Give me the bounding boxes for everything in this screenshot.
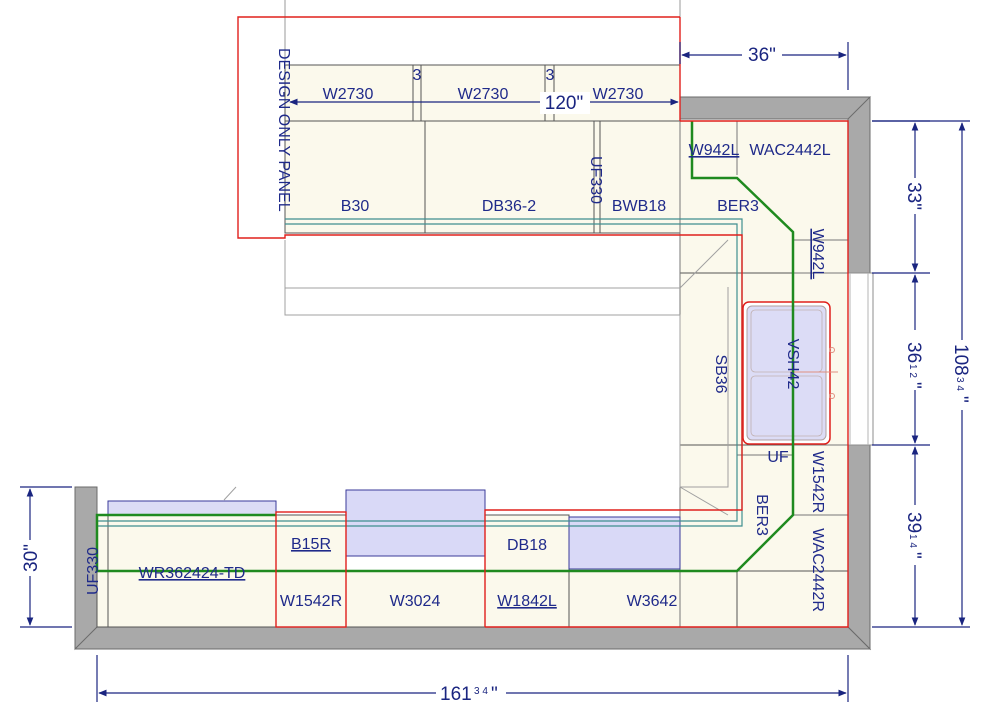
cabinet-b30[interactable] — [284, 120, 426, 234]
bottom-wall — [74, 626, 872, 650]
dim-total-108-three-quarter: 108 3 4 " — [950, 344, 971, 403]
svg-text:108: 108 — [950, 344, 971, 376]
label-w942l-b: W942L — [809, 229, 826, 280]
label-db18: DB18 — [507, 537, 547, 554]
label-vsh42: VSH42 — [784, 339, 801, 390]
label-b15r: B15R — [291, 536, 331, 553]
label-w3642: W3642 — [627, 593, 678, 610]
dim-left-30: 30" — [21, 544, 42, 572]
cabinet-db36[interactable] — [424, 120, 595, 234]
cabinet-labels: W2730 3 W2730 3 W2730 B30 DB36-2 UF330 B… — [85, 48, 831, 612]
dimension-labels: 36" 120" 33" 36 1 2 " 39 1 4 " 108 3 4 "… — [21, 45, 971, 705]
svg-text:": " — [903, 382, 924, 389]
dim-bottom-161-three-quarter: 161 3 4 " — [440, 684, 498, 705]
label-ber3-bottom: BER3 — [753, 494, 770, 536]
label-filler-b: 3 — [546, 67, 555, 84]
label-w1542r-bottom: W1542R — [280, 593, 342, 610]
label-sb36: SB36 — [712, 354, 729, 393]
label-uf-small: UF — [767, 449, 789, 466]
label-filler-a: 3 — [413, 67, 422, 84]
cabinet-bottom-right-strip[interactable] — [736, 570, 849, 628]
svg-text:": " — [903, 552, 924, 559]
label-wac2442l: WAC2442L — [749, 142, 830, 159]
label-wr362424: WR362424-TD — [139, 565, 246, 582]
cabinet-bwb18[interactable] — [599, 120, 681, 234]
design-panel-outline — [237, 16, 743, 627]
range-hood-box[interactable] — [345, 489, 486, 557]
cabinet-w3642[interactable] — [568, 570, 738, 628]
dim-right-36-half: 36 1 2 " — [903, 342, 924, 389]
counter-outline — [223, 0, 729, 516]
label-uf330-left: UF330 — [85, 547, 102, 595]
svg-text:39: 39 — [903, 512, 924, 533]
cabinet-w2730-a[interactable] — [284, 64, 414, 122]
svg-text:3 4: 3 4 — [954, 377, 965, 391]
design-panel-note: DESIGN ONLY PANEL — [275, 48, 292, 212]
svg-text:": " — [491, 684, 498, 705]
svg-text:36: 36 — [903, 342, 924, 363]
label-db36: DB36-2 — [482, 198, 536, 215]
label-bwb18: BWB18 — [612, 198, 666, 215]
cabinet-w2730-b[interactable] — [420, 64, 546, 122]
label-w1842l: W1842L — [497, 593, 557, 610]
wall-cabinet-line — [95, 121, 795, 573]
red-outlines — [237, 16, 849, 628]
label-ber3-top: BER3 — [717, 198, 759, 215]
label-uf330-top: UF330 — [587, 156, 604, 204]
svg-text:3 4: 3 4 — [474, 686, 488, 697]
label-w3024: W3024 — [390, 593, 441, 610]
countertop-edge — [97, 218, 743, 527]
label-wac2442r: WAC2442R — [809, 528, 826, 612]
label-w2730-b: W2730 — [458, 86, 509, 103]
svg-text:": " — [950, 396, 971, 403]
window-opening — [844, 272, 874, 446]
label-w2730-c: W2730 — [593, 86, 644, 103]
dim-right-33: 33" — [903, 182, 924, 210]
cabinet-corner-top[interactable] — [679, 120, 849, 274]
dishwasher-box[interactable] — [568, 516, 681, 570]
dim-top-36: 36" — [748, 45, 776, 66]
b15r-outline — [275, 511, 347, 628]
svg-text:161: 161 — [440, 684, 472, 705]
sink[interactable] — [742, 301, 838, 445]
label-w942l-a: W942L — [689, 142, 740, 159]
label-b30: B30 — [341, 198, 370, 215]
svg-text:1 4: 1 4 — [907, 534, 918, 548]
cabinets — [96, 64, 849, 628]
top-wall-segment — [679, 96, 872, 120]
svg-text:1 2: 1 2 — [907, 364, 918, 378]
label-w1542r-right: W1542R — [809, 451, 826, 513]
wall-rack-box[interactable] — [107, 500, 277, 516]
dim-top-120: 120" — [545, 93, 583, 114]
cabinet-w3024[interactable] — [345, 570, 486, 628]
label-w2730-a: W2730 — [323, 86, 374, 103]
dim-right-39-quarter: 39 1 4 " — [903, 512, 924, 559]
